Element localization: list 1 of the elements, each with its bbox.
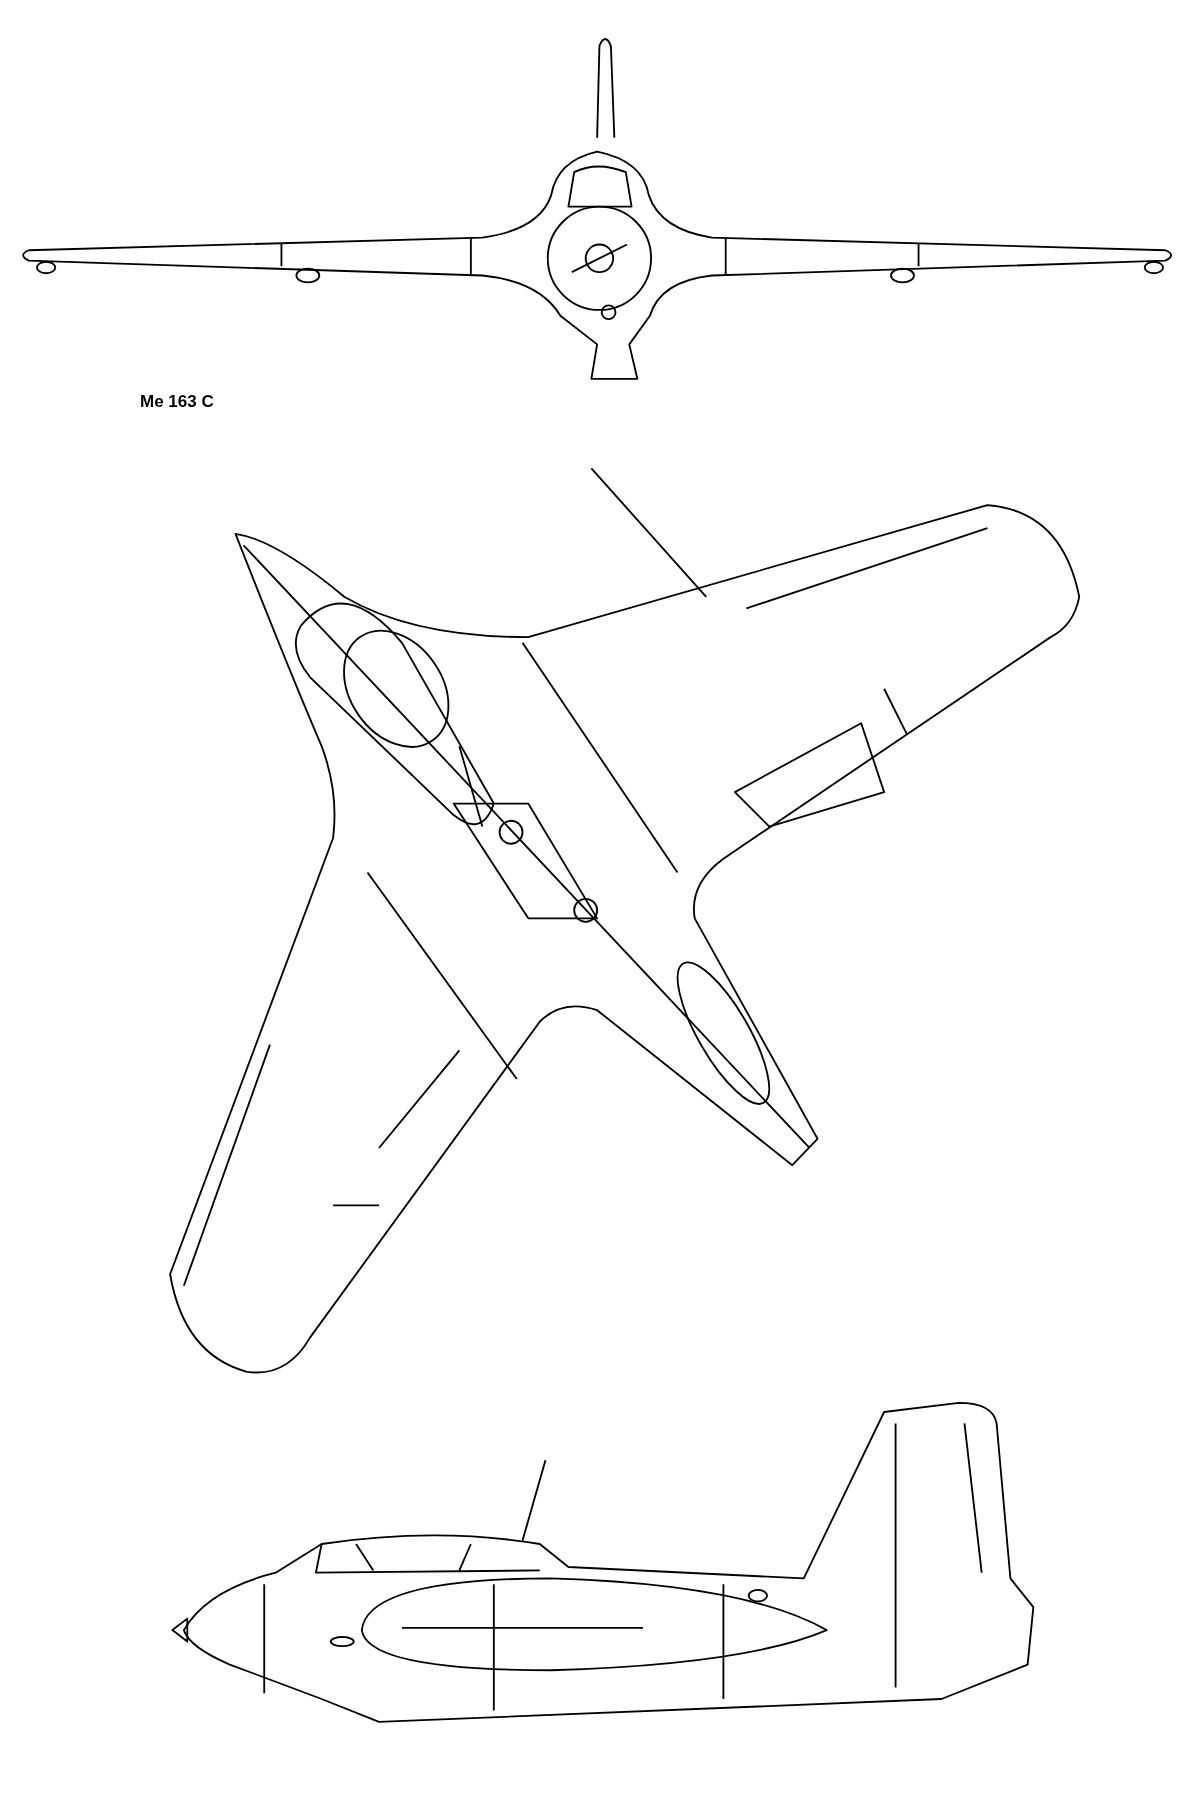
aircraft-designation: Me 163 C <box>140 392 214 412</box>
